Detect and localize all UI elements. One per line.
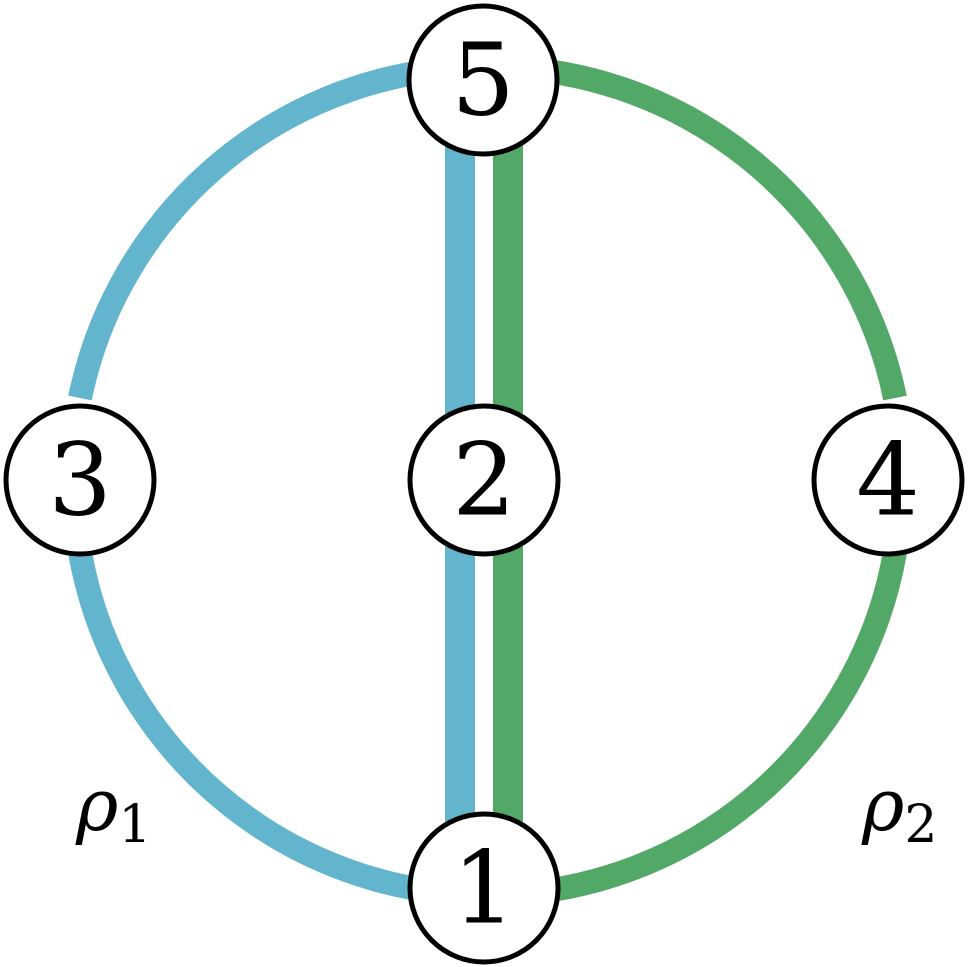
- rho1-arc-upper-left: [68, 55, 484, 401]
- rho2-symbol: ρ: [861, 763, 904, 847]
- rho1-subscript: 1: [118, 795, 151, 855]
- rho2-subscript: 2: [904, 795, 937, 855]
- node-5-label: 5: [451, 22, 515, 139]
- node-4-label: 4: [856, 422, 920, 539]
- node-3-circle: [3, 403, 157, 557]
- rho1-arc-lower-left: [68, 549, 484, 907]
- node-3: 3: [3, 403, 157, 557]
- rho2-arc-lower-right: [482, 549, 907, 908]
- rho2-arc-upper-right: [482, 54, 907, 401]
- node-4: 4: [811, 403, 965, 557]
- path-label-rho2: ρ2: [861, 763, 937, 855]
- node-2-circle: [407, 403, 561, 557]
- node-5-circle: [406, 3, 560, 157]
- node-2: 2: [407, 403, 561, 557]
- node-2-label: 2: [452, 422, 516, 539]
- node-1: 1: [407, 811, 561, 965]
- node-4-circle: [811, 403, 965, 557]
- node-1-circle: [407, 811, 561, 965]
- node-1-label: 1: [452, 830, 516, 947]
- node-3-label: 3: [48, 422, 112, 539]
- node-5: 5: [406, 3, 560, 157]
- rho1-symbol: ρ: [75, 763, 118, 847]
- path-label-rho1: ρ1: [75, 763, 151, 855]
